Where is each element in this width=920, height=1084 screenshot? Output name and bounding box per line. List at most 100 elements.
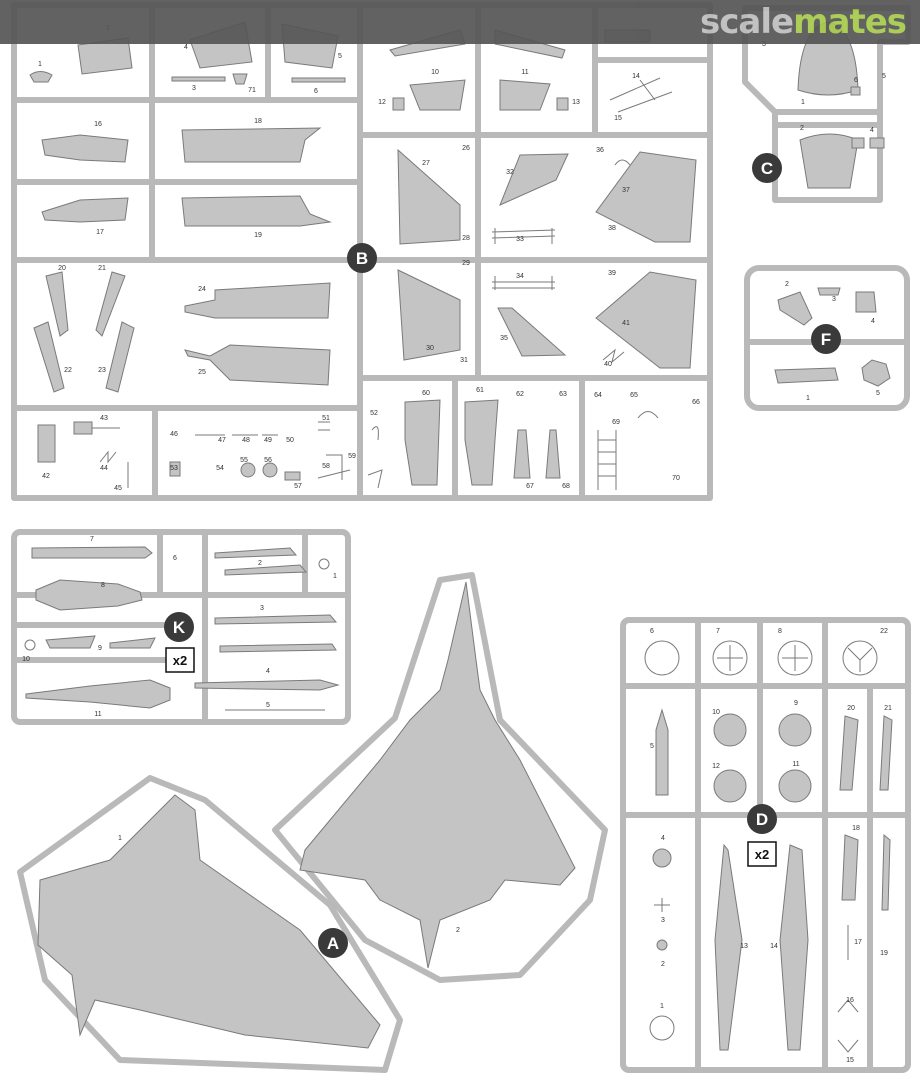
part-number-b-1: 1 bbox=[38, 61, 42, 68]
part-number-d-17: 17 bbox=[854, 939, 862, 946]
part-number-d-12: 12 bbox=[712, 763, 720, 770]
part-number-f-1: 1 bbox=[806, 395, 810, 402]
sprue-badge-k: K x2 bbox=[164, 612, 195, 673]
part-number-b-46: 46 bbox=[170, 431, 178, 438]
part-number-b-62: 62 bbox=[516, 391, 524, 398]
part-number-b-64: 64 bbox=[594, 392, 602, 399]
part-number-d-16: 16 bbox=[846, 997, 854, 1004]
part-number-d-9: 9 bbox=[794, 700, 798, 707]
part-number-a-2: 2 bbox=[456, 927, 460, 934]
logo-text-mates: mates bbox=[793, 2, 907, 42]
part-number-d-14: 14 bbox=[770, 943, 778, 950]
part-number-k-2: 2 bbox=[258, 560, 262, 567]
part-number-labels: 1234567110111213141516171819202122232425… bbox=[22, 25, 892, 1064]
sprue-letter-f: F bbox=[821, 330, 831, 349]
part-number-d-13: 13 bbox=[740, 943, 748, 950]
sprue-badge-a: A bbox=[318, 928, 348, 958]
part-number-d-10: 10 bbox=[712, 709, 720, 716]
part-number-c-6: 6 bbox=[854, 77, 858, 84]
part-number-d-21: 21 bbox=[884, 705, 892, 712]
part-number-f-3: 3 bbox=[832, 296, 836, 303]
sprue-f bbox=[744, 265, 910, 411]
part-number-k-1: 1 bbox=[333, 573, 337, 580]
part-number-c-3: 3 bbox=[762, 41, 766, 48]
part-number-b-32: 32 bbox=[506, 169, 514, 176]
part-number-b-29: 29 bbox=[462, 260, 470, 267]
part-number-b-3: 3 bbox=[192, 85, 196, 92]
part-number-k-10: 10 bbox=[22, 656, 30, 663]
part-number-b-43: 43 bbox=[100, 415, 108, 422]
part-number-d-18: 18 bbox=[852, 825, 860, 832]
part-number-b-10: 10 bbox=[431, 69, 439, 76]
sprue-k-quantity: x2 bbox=[173, 653, 187, 668]
part-number-b-44: 44 bbox=[100, 465, 108, 472]
part-number-b-57: 57 bbox=[294, 483, 302, 490]
part-number-b-68: 68 bbox=[562, 483, 570, 490]
part-number-d-7: 7 bbox=[716, 628, 720, 635]
sprue-letter-c: C bbox=[761, 159, 773, 178]
part-number-d-6: 6 bbox=[650, 628, 654, 635]
part-number-b-41: 41 bbox=[622, 320, 630, 327]
part-number-b-35: 35 bbox=[500, 335, 508, 342]
part-number-b-65: 65 bbox=[630, 392, 638, 399]
sprue-a bbox=[17, 572, 608, 1073]
part-number-k-6: 6 bbox=[173, 555, 177, 562]
scalemates-logo: scalemates bbox=[700, 2, 907, 42]
part-number-b-70: 70 bbox=[672, 475, 680, 482]
part-number-b-26: 26 bbox=[462, 145, 470, 152]
part-number-d-4: 4 bbox=[661, 835, 665, 842]
part-number-c-4: 4 bbox=[870, 127, 874, 134]
part-number-c-5: 5 bbox=[882, 73, 886, 80]
part-number-b-69: 69 bbox=[612, 419, 620, 426]
part-number-b-56: 56 bbox=[264, 457, 272, 464]
part-number-b-25: 25 bbox=[198, 369, 206, 376]
part-number-k-8: 8 bbox=[101, 582, 105, 589]
part-number-b-66: 66 bbox=[692, 399, 700, 406]
part-number-a-1: 1 bbox=[118, 835, 122, 842]
part-number-d-19: 19 bbox=[880, 950, 888, 957]
part-number-b-71: 71 bbox=[248, 87, 256, 94]
sprue-d-quantity: x2 bbox=[755, 847, 769, 862]
part-number-b-38: 38 bbox=[608, 225, 616, 232]
part-number-d-15: 15 bbox=[846, 1057, 854, 1064]
part-number-b-20: 20 bbox=[58, 265, 66, 272]
part-number-b-21: 21 bbox=[98, 265, 106, 272]
part-number-d-11: 11 bbox=[792, 761, 799, 768]
part-number-b-37: 37 bbox=[622, 187, 630, 194]
part-number-c-1: 1 bbox=[801, 99, 805, 106]
part-number-b-54: 54 bbox=[216, 465, 224, 472]
part-number-b-17: 17 bbox=[96, 229, 104, 236]
part-number-b-18: 18 bbox=[254, 118, 262, 125]
part-number-b-6: 6 bbox=[314, 88, 318, 95]
part-number-k-3: 3 bbox=[260, 605, 264, 612]
part-number-k-7: 7 bbox=[90, 536, 94, 543]
part-number-b-33: 33 bbox=[516, 236, 524, 243]
part-number-d-1: 1 bbox=[660, 1003, 664, 1010]
part-number-b-31: 31 bbox=[460, 357, 468, 364]
sprue-badge-f: F bbox=[811, 324, 841, 354]
part-number-b-63: 63 bbox=[559, 391, 567, 398]
part-number-b-24: 24 bbox=[198, 286, 206, 293]
sprue-letter-k: K bbox=[173, 618, 186, 637]
part-number-k-9: 9 bbox=[98, 645, 102, 652]
part-number-b-22: 22 bbox=[64, 367, 72, 374]
part-number-b-58: 58 bbox=[322, 463, 330, 470]
part-number-d-3: 3 bbox=[661, 917, 665, 924]
part-number-b-11: 11 bbox=[521, 69, 528, 76]
part-number-b-15: 15 bbox=[614, 115, 622, 122]
part-number-d-2: 2 bbox=[661, 961, 665, 968]
part-number-c-2: 2 bbox=[800, 125, 804, 132]
part-number-b-51: 51 bbox=[322, 415, 330, 422]
part-number-b-23: 23 bbox=[98, 367, 106, 374]
part-number-b-5: 5 bbox=[338, 53, 342, 60]
part-number-b-55: 55 bbox=[240, 457, 248, 464]
part-number-d-20: 20 bbox=[847, 705, 855, 712]
part-number-b-50: 50 bbox=[286, 437, 294, 444]
part-number-k-5: 5 bbox=[266, 702, 270, 709]
part-number-b-30: 30 bbox=[426, 345, 434, 352]
part-number-b-28: 28 bbox=[462, 235, 470, 242]
part-number-b-45: 45 bbox=[114, 485, 122, 492]
part-number-b-60: 60 bbox=[422, 390, 430, 397]
part-number-b-49: 49 bbox=[264, 437, 272, 444]
part-number-d-8: 8 bbox=[778, 628, 782, 635]
